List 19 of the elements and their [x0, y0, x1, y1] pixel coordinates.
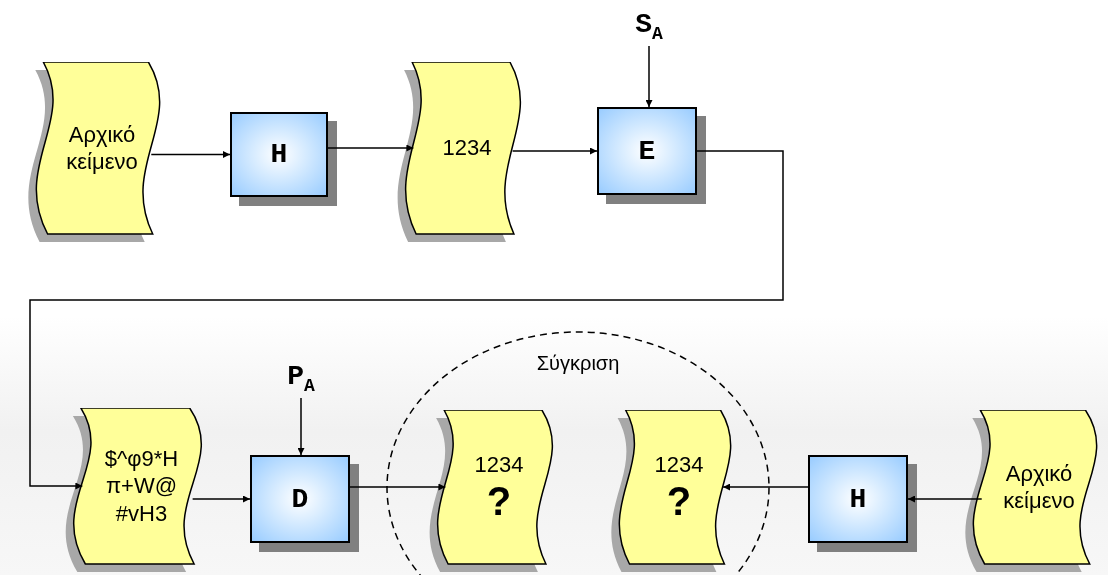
doc-text: Αρχικό κείμενο — [1002, 459, 1076, 515]
arrow — [297, 397, 305, 456]
arrow — [191, 495, 251, 503]
doc-text: 1234 — [654, 451, 704, 479]
doc-text: 1234 — [442, 134, 492, 162]
circle-label: Σύγκριση — [536, 352, 620, 374]
key-label: S$_{A}$ — [635, 8, 663, 44]
arrow — [29, 150, 784, 490]
arrow — [645, 45, 653, 108]
question-mark: ? — [666, 478, 692, 523]
key-label: P$_{A}$ — [287, 360, 315, 396]
doc-text: 1234 — [474, 451, 524, 479]
arrow — [150, 151, 231, 158]
question-mark: ? — [486, 478, 512, 523]
doc-text: $^φ9*H π+W@ #vH3 — [103, 444, 180, 528]
arrow — [722, 483, 809, 491]
doc-text: Αρχικό κείμενο — [65, 120, 139, 176]
arrow — [511, 147, 598, 155]
arrow — [907, 495, 983, 503]
